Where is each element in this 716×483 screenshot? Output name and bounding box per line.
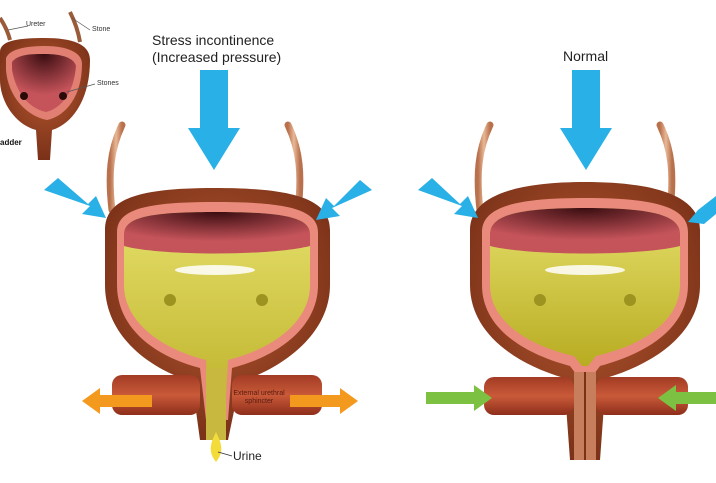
stress-bladder-cavity (124, 212, 310, 436)
urine-highlight (545, 265, 625, 275)
right-pressure-arrow (688, 196, 716, 224)
top-pressure-arrow (188, 70, 240, 170)
stress-urethra (206, 368, 226, 440)
stress-ureter-left (106, 121, 126, 214)
stones-label: Stones (97, 80, 119, 87)
stress-pressure-arrows (44, 70, 372, 220)
small-ureter-right (68, 11, 82, 43)
stone-marker (59, 92, 67, 100)
normal-pressure-arrows (418, 70, 716, 224)
ureteral-opening (534, 294, 546, 306)
normal-bladder-top-shadow (490, 208, 680, 254)
stress-title-line2: (Increased pressure) (152, 49, 282, 65)
stress-title-line1: Stress incontinence (152, 32, 275, 48)
orange-arrow-right (290, 388, 358, 414)
ureteral-opening (624, 294, 636, 306)
normal-sphincter-muscle-right (596, 377, 688, 415)
ureter-pointer-line (7, 25, 29, 31)
inward-force-arrows (426, 385, 716, 411)
normal-title: Normal (563, 48, 609, 64)
urine-highlight (175, 265, 255, 275)
stones-pointer-line (66, 83, 96, 93)
stone-pointer-line (71, 17, 91, 31)
small-ureter-left (0, 16, 12, 41)
ureter-label: Ureter (26, 21, 46, 28)
urine-pointer-line (217, 451, 233, 457)
orange-arrow-left (82, 388, 152, 414)
stone-marker (20, 92, 28, 100)
outward-force-arrows (82, 388, 358, 414)
left-pressure-arrow (44, 178, 106, 218)
bladder-label: adder (0, 138, 22, 147)
sphincter-label-line2: sphincter (244, 398, 274, 405)
urine-label: Urine (233, 449, 262, 463)
stone-label: Stone (92, 26, 111, 33)
normal-sphincter-muscle-left (484, 377, 574, 415)
ureteral-opening (164, 294, 176, 306)
urine-drop (210, 432, 222, 462)
sphincter-label: External urethral sphincter (224, 390, 294, 406)
ureteral-opening (256, 294, 268, 306)
top-pressure-arrow (560, 70, 612, 170)
sphincter-label-line1: External urethral (233, 390, 285, 397)
green-arrow-right (658, 385, 716, 411)
normal-ureter-left (474, 121, 494, 214)
green-arrow-left (426, 385, 492, 411)
left-pressure-arrow (418, 178, 478, 218)
right-pressure-arrow (316, 180, 372, 220)
small-bladder-with-stones (0, 11, 96, 160)
stress-bladder-top-shadow (124, 212, 310, 254)
stress-bladder (105, 121, 330, 462)
normal-bladder (470, 121, 700, 460)
